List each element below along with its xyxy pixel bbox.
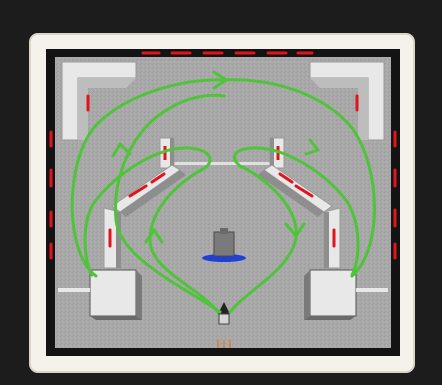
center-thin-wall [172,162,272,165]
